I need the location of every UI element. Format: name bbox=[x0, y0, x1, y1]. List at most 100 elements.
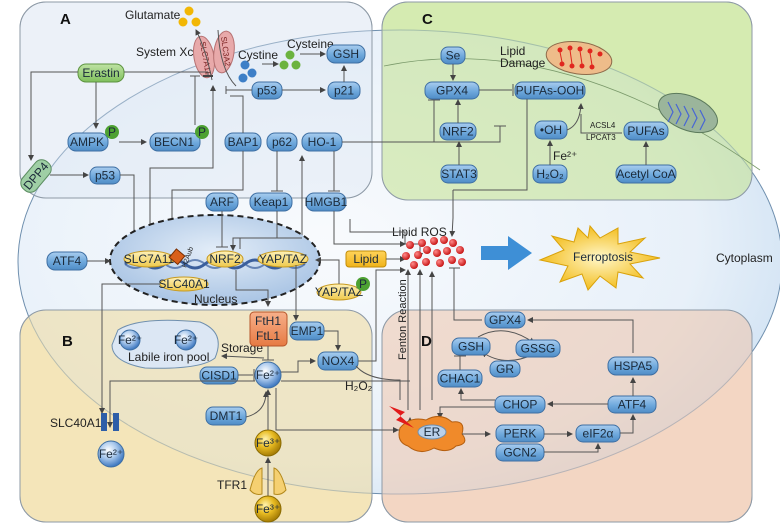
stat3-node: STAT3 bbox=[440, 164, 478, 184]
gpx4-node-c: GPX4 bbox=[424, 81, 480, 100]
svg-text:GPX4: GPX4 bbox=[436, 84, 468, 98]
svg-text:NRF2: NRF2 bbox=[442, 125, 474, 139]
svg-text:•OH: •OH bbox=[540, 123, 562, 137]
svg-text:Fe²⁺: Fe²⁺ bbox=[99, 447, 123, 461]
svg-text:NOX4: NOX4 bbox=[322, 354, 355, 368]
fe2-center-node: Fe²⁺ bbox=[254, 361, 282, 389]
nucleus-label: Nucleus bbox=[194, 292, 237, 306]
svg-text:GCN2: GCN2 bbox=[503, 446, 537, 460]
chac1-node: CHAC1 bbox=[437, 369, 483, 388]
lipid-ros-label: Lipid ROS bbox=[392, 225, 447, 239]
svg-text:FtL1: FtL1 bbox=[256, 329, 280, 343]
svg-text:GPX4: GPX4 bbox=[489, 313, 521, 327]
mitochondria-icon bbox=[658, 92, 718, 134]
svg-text:Lipid: Lipid bbox=[353, 252, 378, 266]
slc7a11-gene: SLC7A11 bbox=[123, 250, 175, 268]
glutamate-molecules bbox=[178, 6, 201, 27]
svg-text:GSH: GSH bbox=[458, 340, 484, 354]
svg-text:p62: p62 bbox=[272, 135, 292, 149]
fe3-lower-node: Fe³⁺ bbox=[254, 495, 282, 523]
acsl4-label: ACSL4 bbox=[590, 121, 616, 130]
cystine-label: Cystine bbox=[238, 48, 278, 62]
svg-text:Keap1: Keap1 bbox=[254, 195, 289, 209]
svg-text:PUFAs: PUFAs bbox=[627, 124, 664, 138]
ferritin-node: FtH1 FtL1 bbox=[249, 311, 288, 347]
lipid-ros-cluster bbox=[402, 236, 466, 269]
labile-iron-pool: Fe²⁺ Fe²⁺ Labile iron pool bbox=[111, 319, 219, 369]
svg-text:HO-1: HO-1 bbox=[308, 135, 337, 149]
svg-text:STAT3: STAT3 bbox=[441, 167, 477, 181]
svg-text:Fe²⁺: Fe²⁺ bbox=[118, 333, 142, 347]
er-organelle: ER bbox=[398, 416, 466, 452]
p53-mid-node: p53 bbox=[89, 166, 121, 185]
svg-text:P: P bbox=[359, 277, 367, 291]
fe2-exported-node: Fe²⁺ bbox=[97, 440, 125, 468]
gsh-node-d: GSH bbox=[451, 337, 491, 356]
fenton-reaction-label: Fenton Reaction bbox=[397, 279, 409, 360]
slc40a1-channel bbox=[101, 413, 119, 431]
gsh-node-a: GSH bbox=[326, 44, 366, 64]
nrf2-gene: NRF2 bbox=[206, 250, 244, 268]
svg-text:YAP/TAZ: YAP/TAZ bbox=[315, 285, 363, 299]
svg-text:BAP1: BAP1 bbox=[228, 135, 259, 149]
svg-text:AMPK: AMPK bbox=[70, 135, 104, 149]
hspa5-node: HSPA5 bbox=[607, 356, 659, 376]
system-xc-label: System Xc- bbox=[136, 45, 197, 59]
svg-text:ATF4: ATF4 bbox=[53, 254, 82, 268]
svg-text:ER: ER bbox=[424, 425, 441, 439]
ampk-node: AMPK P bbox=[67, 125, 119, 152]
atf4-node-d: ATF4 bbox=[607, 395, 657, 414]
svg-text:NRF2: NRF2 bbox=[209, 252, 241, 266]
chop-node: CHOP bbox=[494, 395, 546, 414]
eif2a-node: eIF2α bbox=[575, 424, 621, 443]
panel-label-b: B bbox=[62, 333, 73, 350]
se-node: Se bbox=[440, 46, 466, 65]
lipid-damage-label: Lipid bbox=[500, 44, 525, 58]
gpx4-node-d: GPX4 bbox=[484, 311, 526, 329]
svg-text:ATF4: ATF4 bbox=[618, 398, 647, 412]
p21-node: p21 bbox=[327, 81, 361, 100]
bap1-node: BAP1 bbox=[224, 132, 262, 152]
yaptaz-gene: YAP/TAZ bbox=[257, 250, 309, 268]
svg-text:Se: Se bbox=[446, 49, 461, 63]
cystine-molecules bbox=[238, 60, 257, 83]
svg-text:Erastin: Erastin bbox=[82, 66, 119, 80]
svg-text:SLC7A11: SLC7A11 bbox=[124, 252, 175, 266]
panel-label-a: A bbox=[60, 11, 71, 28]
gssg-node: GSSG bbox=[515, 339, 561, 358]
svg-text:CHOP: CHOP bbox=[503, 398, 538, 412]
fe2-catalyst-label: Fe²⁺ bbox=[553, 149, 577, 163]
oh-node: •OH bbox=[534, 120, 568, 140]
yaptaz-phospho-node: YAP/TAZ P bbox=[315, 277, 370, 301]
lipid-node: Lipid bbox=[345, 250, 387, 268]
svg-text:Acetyl CoA: Acetyl CoA bbox=[616, 167, 675, 181]
svg-text:BECN1: BECN1 bbox=[154, 135, 194, 149]
nox4-node: NOX4 bbox=[317, 351, 359, 371]
svg-text:PERK: PERK bbox=[504, 427, 537, 441]
svg-text:Fe²⁺: Fe²⁺ bbox=[256, 368, 280, 382]
lipid-damage-membrane bbox=[383, 58, 761, 171]
svg-text:Fe³⁺: Fe³⁺ bbox=[256, 502, 280, 516]
tfr1-receptor bbox=[249, 467, 287, 495]
gcn2-node: GCN2 bbox=[495, 443, 545, 462]
progression-arrow bbox=[481, 236, 532, 270]
tfr1-label: TFR1 bbox=[217, 478, 247, 492]
slc40a1-membrane-label: SLC40A1 bbox=[50, 416, 102, 430]
pufas-ooh-node: PUFAs-OOH bbox=[514, 81, 586, 100]
svg-text:PUFAs-OOH: PUFAs-OOH bbox=[516, 84, 585, 98]
svg-text:Labile iron pool: Labile iron pool bbox=[128, 350, 209, 364]
nrf2-node-c: NRF2 bbox=[439, 122, 477, 141]
svg-text:EMP1: EMP1 bbox=[291, 324, 324, 338]
svg-text:Fe³⁺: Fe³⁺ bbox=[256, 436, 280, 450]
svg-text:GR: GR bbox=[496, 362, 514, 376]
svg-text:GSSG: GSSG bbox=[521, 342, 556, 356]
svg-text:HSPA5: HSPA5 bbox=[614, 359, 653, 373]
ho1-node: HO-1 bbox=[301, 132, 343, 152]
svg-text:FtH1: FtH1 bbox=[255, 314, 281, 328]
svg-text:DMT1: DMT1 bbox=[210, 409, 243, 423]
svg-text:P: P bbox=[108, 125, 116, 139]
cysteine-label: Cysteine bbox=[287, 37, 334, 51]
becn1-node: BECN1 P bbox=[149, 125, 209, 152]
svg-text:p21: p21 bbox=[334, 84, 354, 98]
